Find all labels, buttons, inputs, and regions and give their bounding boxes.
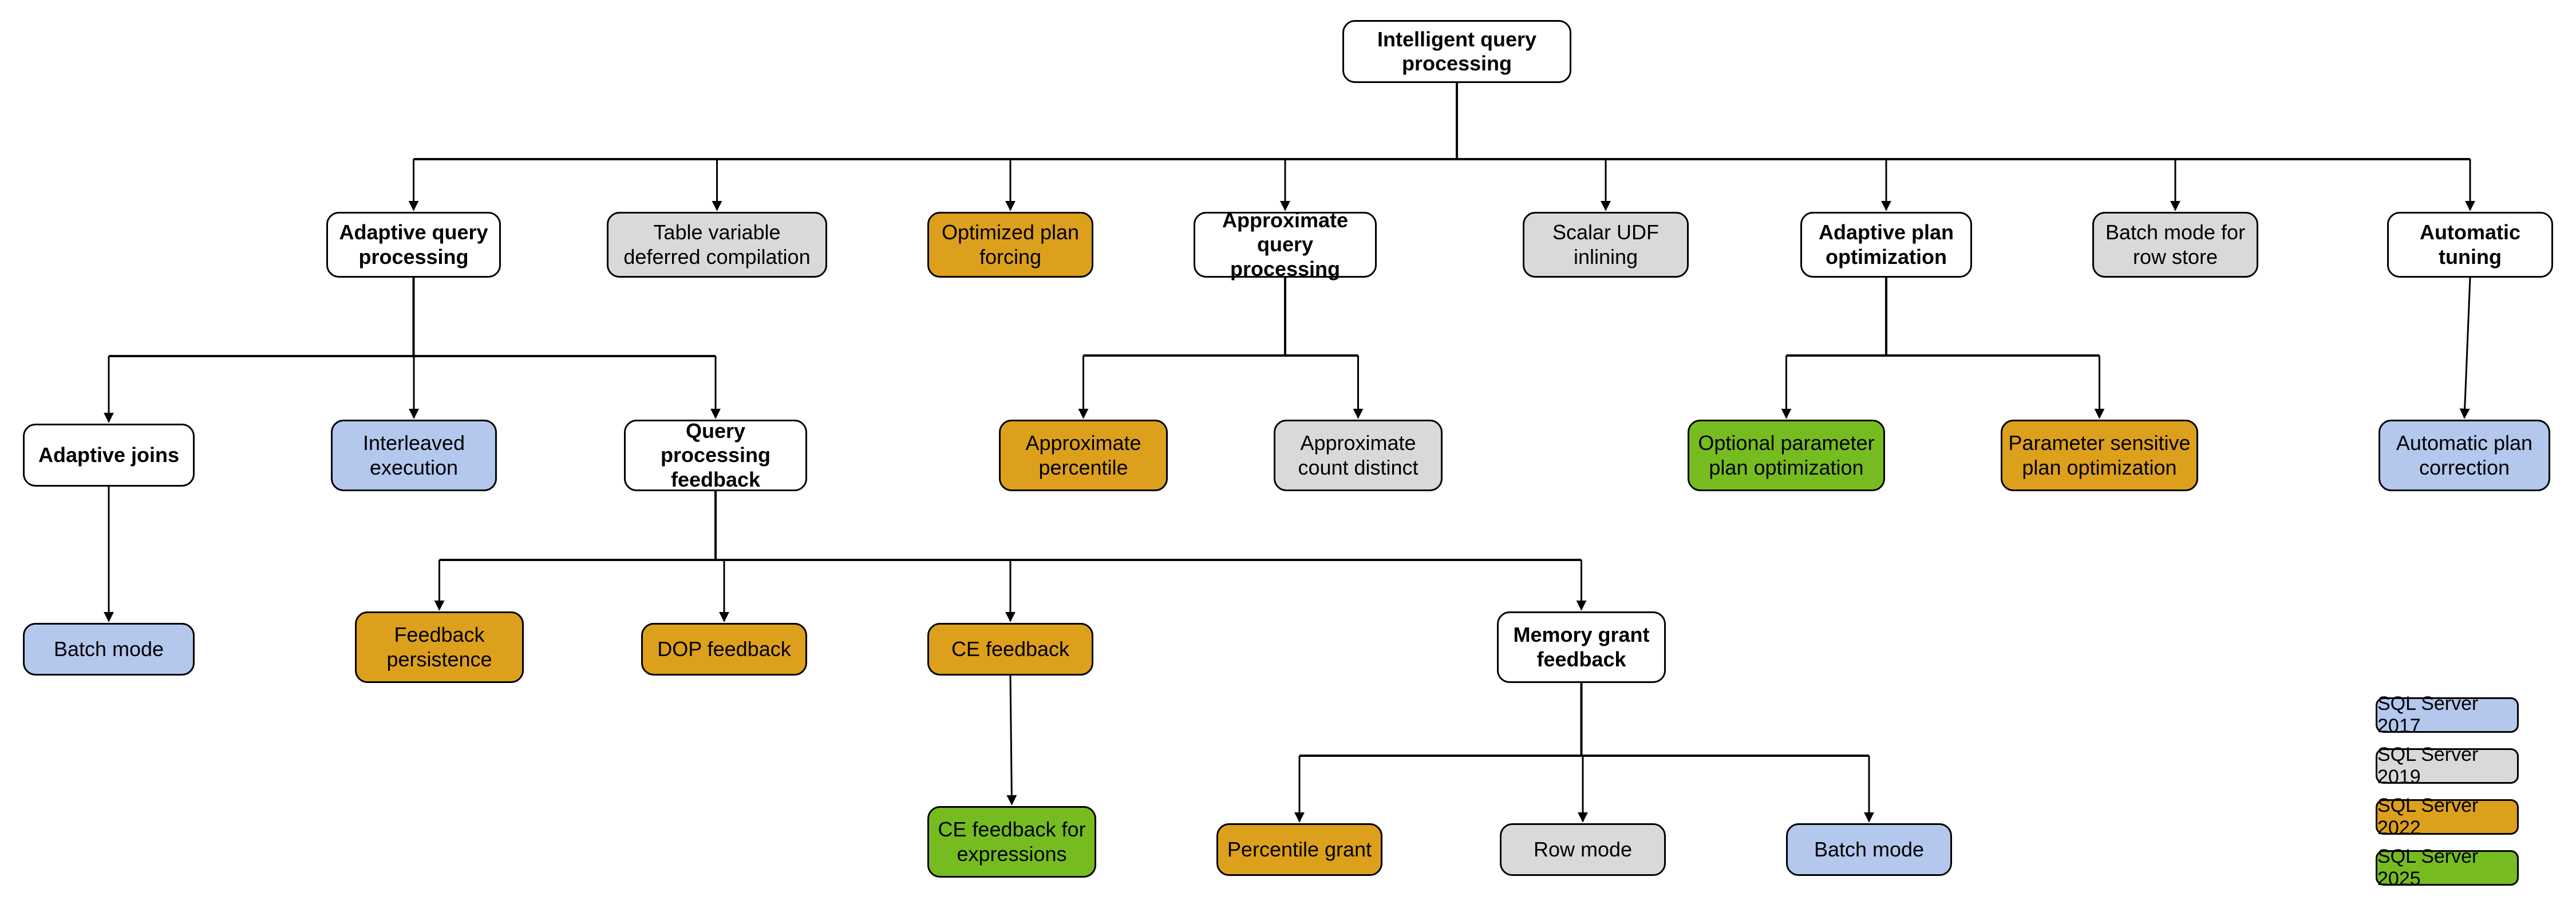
node-scalar-udf-inlining[interactable]: Scalar UDF inlining — [1523, 212, 1689, 278]
node-ce-feedback-for-expressions[interactable]: CE feedback for expressions — [927, 806, 1096, 878]
node-interleaved-execution[interactable]: Interleaved execution — [331, 420, 497, 491]
node-approximate-count-distinct[interactable]: Approximate count distinct — [1274, 420, 1443, 491]
connector-autotune-to-apc — [2459, 277, 2471, 419]
node-intelligent-query-processing[interactable]: Intelligent query processing — [1342, 20, 1571, 83]
node-approximate-query-processing[interactable]: Approximate query processing — [1194, 208, 1377, 281]
node-memory-grant-feedback[interactable]: Memory grant feedback — [1497, 611, 1666, 683]
node-automatic-tuning[interactable]: Automatic tuning — [2387, 212, 2553, 278]
connector-cefb-to-cefbexpr — [1006, 675, 1017, 806]
node-optional-parameter-plan-optimization[interactable]: Optional parameter plan optimization — [1688, 420, 1885, 491]
node-automatic-plan-correction[interactable]: Automatic plan correction — [2379, 420, 2550, 491]
legend-item-sql-server-2017: SQL Server 2017 — [2376, 693, 2519, 737]
node-ce-feedback[interactable]: CE feedback — [927, 623, 1093, 676]
legend-item-sql-server-2025: SQL Server 2025 — [2376, 846, 2519, 890]
node-parameter-sensitive-plan-optimization[interactable]: Parameter sensitive plan optimization — [2001, 420, 2198, 491]
node-batch-mode[interactable]: Batch mode — [23, 623, 195, 676]
node-query-processing-feedback[interactable]: Query processing feedback — [624, 419, 807, 491]
node-adaptive-query-processing[interactable]: Adaptive query processing — [326, 212, 501, 278]
node-feedback-persistence[interactable]: Feedback persistence — [355, 611, 524, 683]
node-approximate-percentile[interactable]: Approximate percentile — [999, 420, 1168, 491]
node-adaptive-plan-optimization[interactable]: Adaptive plan optimization — [1800, 212, 1972, 278]
node-row-mode[interactable]: Row mode — [1500, 823, 1666, 876]
node-optimized-plan-forcing[interactable]: Optimized plan forcing — [927, 212, 1093, 278]
legend-item-sql-server-2022: SQL Server 2022 — [2376, 795, 2519, 839]
node-adaptive-joins[interactable]: Adaptive joins — [23, 424, 195, 487]
node-dop-feedback[interactable]: DOP feedback — [641, 623, 807, 676]
node-table-variable-deferred-compilation[interactable]: Table variable deferred compilation — [607, 212, 827, 278]
node-percentile-grant[interactable]: Percentile grant — [1216, 823, 1382, 876]
node-batch-mode[interactable]: Batch mode — [1786, 823, 1952, 876]
legend-item-sql-server-2019: SQL Server 2019 — [2376, 744, 2519, 788]
node-batch-mode-for-row-store[interactable]: Batch mode for row store — [2092, 212, 2258, 278]
